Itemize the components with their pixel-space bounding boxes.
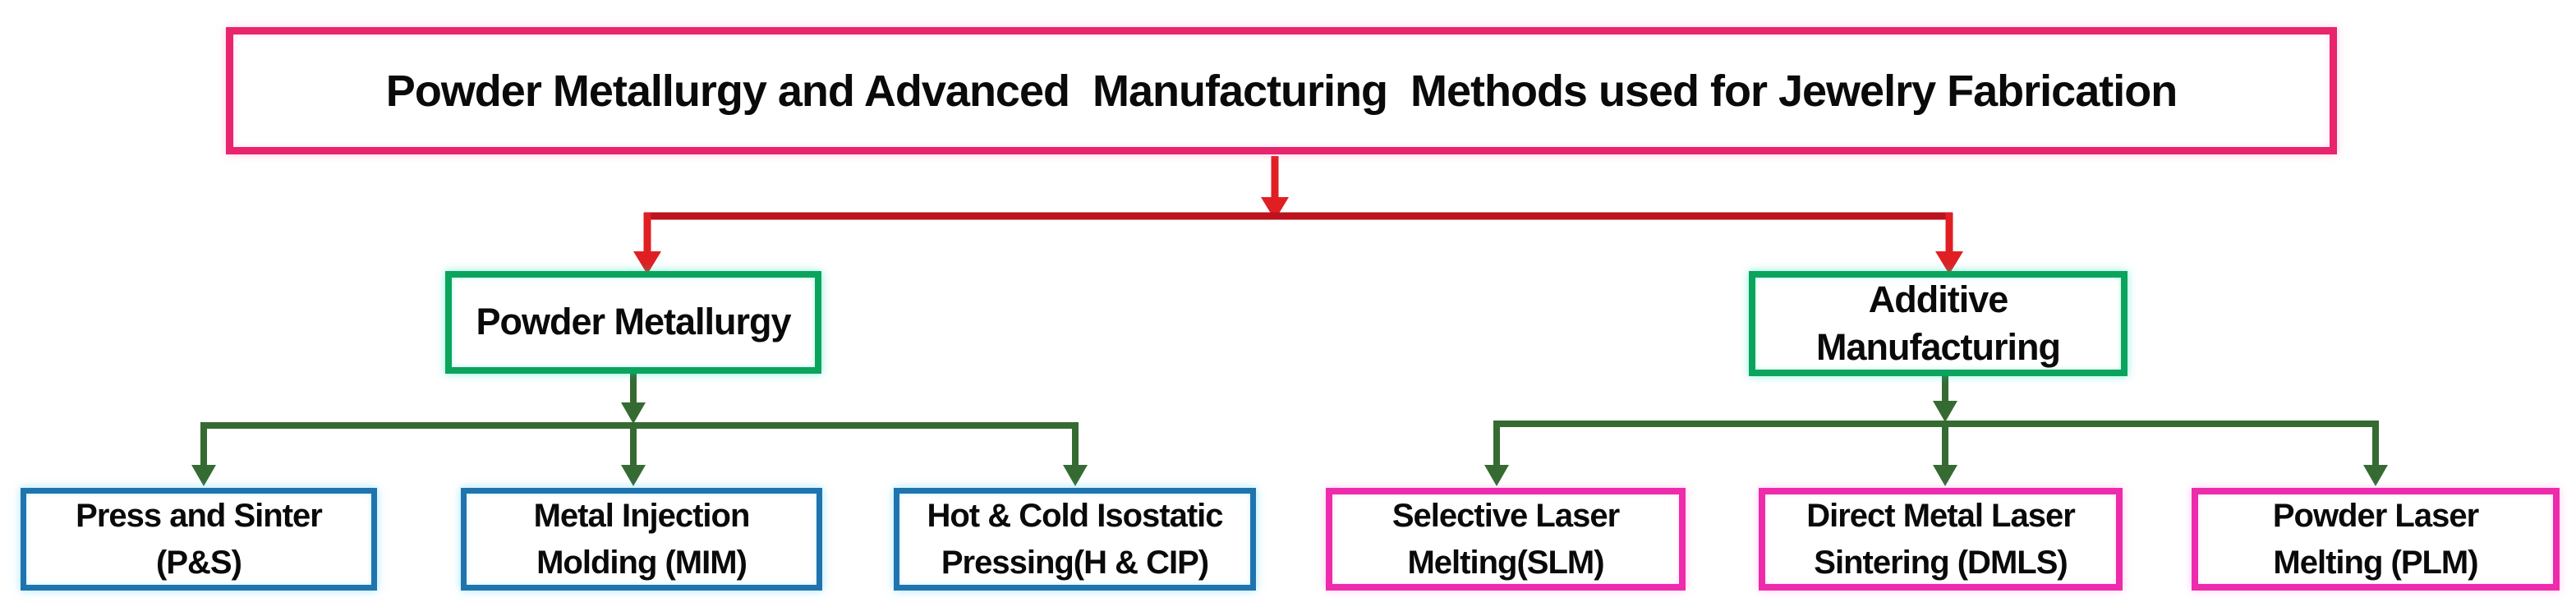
node-press-and-sinter: Press and Sinter (P&S) xyxy=(21,488,377,591)
node-label-line: Manufacturing xyxy=(1816,326,2061,368)
node-label-line: Molding (MIM) xyxy=(536,544,748,581)
node-metal-injection-molding: Metal Injection Molding (MIM) xyxy=(461,488,822,591)
arrowhead-pm-trunk xyxy=(621,402,646,424)
node-selective-laser-melting: Selective Laser Melting(SLM) xyxy=(1326,488,1686,591)
node-label-line: Selective Laser xyxy=(1392,497,1620,534)
node-label-line: Sintering (DMLS) xyxy=(1814,544,2068,581)
node-label-line: Press and Sinter xyxy=(76,497,323,534)
arrowhead-drop-mim xyxy=(621,465,646,486)
node-label-line: Melting(SLM) xyxy=(1407,544,1604,581)
node-additive-manufacturing: Additive Manufacturing xyxy=(1749,271,2128,376)
node-direct-metal-laser-sintering: Direct Metal Laser Sintering (DMLS) xyxy=(1759,488,2123,591)
arrowhead-title-stub xyxy=(1261,197,1289,220)
node-powder-laser-melting: Powder Laser Melting (PLM) xyxy=(2192,488,2560,591)
node-label-line: Additive xyxy=(1868,278,2009,320)
node-label-line: (P&S) xyxy=(156,544,242,581)
arrowhead-drop-slm xyxy=(1484,465,1509,486)
arrowhead-am-trunk xyxy=(1933,401,1957,422)
node-label-line: Melting (PLM) xyxy=(2273,544,2478,581)
node-label-line: Pressing(H & CIP) xyxy=(941,544,1209,581)
node-powder-metallurgy: Powder Metallurgy xyxy=(445,271,821,374)
node-label-line: Hot & Cold Isostatic xyxy=(927,497,1223,534)
node-label-line: Powder Laser xyxy=(2272,497,2479,534)
node-title: Powder Metallurgy and Advanced Manufactu… xyxy=(226,27,2337,154)
node-label-line: Metal Injection xyxy=(533,497,751,534)
arrowhead-drop-dmls xyxy=(1933,465,1957,486)
arrowhead-drop-hcip xyxy=(1063,465,1088,486)
arrowhead-drop-ps xyxy=(191,465,216,486)
title-text: Powder Metallurgy and Advanced Manufactu… xyxy=(385,66,2178,116)
arrowhead-drop-plm xyxy=(2363,465,2388,486)
node-label-line: Direct Metal Laser xyxy=(1806,497,2076,534)
node-label-line: Powder Metallurgy xyxy=(476,301,791,343)
node-hot-cold-isostatic-pressing: Hot & Cold Isostatic Pressing(H & CIP) xyxy=(894,488,1256,591)
